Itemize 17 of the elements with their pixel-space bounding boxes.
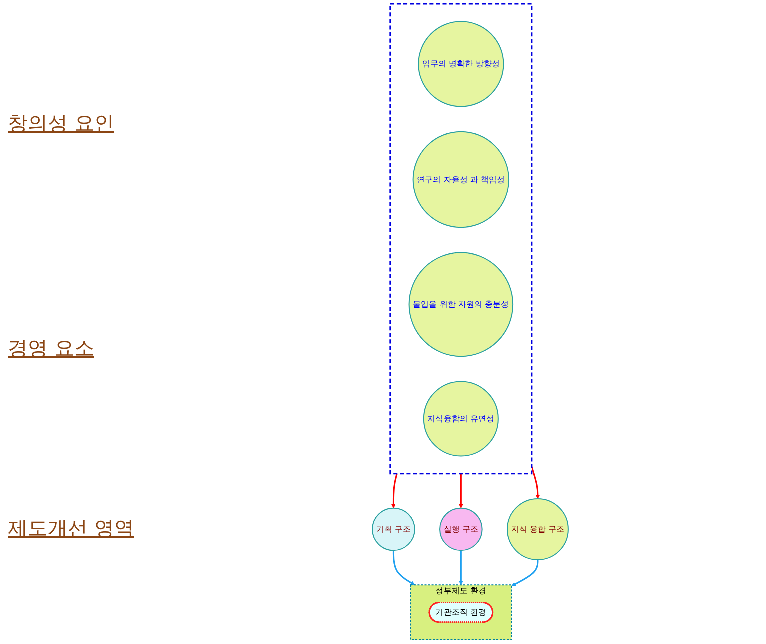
arrow <box>512 560 539 586</box>
node-circle: 실행 구조 <box>440 508 483 552</box>
arrow <box>458 474 464 509</box>
arrow <box>392 550 416 586</box>
node-circle: 기획 구조 <box>372 508 416 552</box>
cluster <box>390 3 533 475</box>
section-label: 제도개선 영역 <box>8 515 134 542</box>
node-circle: 물입을 위한 자원의 충분성 <box>408 252 514 358</box>
section-label: 경영 요소 <box>8 335 94 362</box>
node-circle: 임무의 명확한 방향성 <box>418 21 504 108</box>
arrow <box>531 466 540 500</box>
node-circle: 지식융합의 유연성 <box>423 381 499 457</box>
arrow <box>392 474 398 509</box>
section-label: 창의성 요인 <box>8 110 114 137</box>
node-circle: 지식 융합 구조 <box>506 498 569 560</box>
node-circle: 연구의 자율성 과 책임성 <box>412 131 510 228</box>
arrow <box>458 550 464 586</box>
